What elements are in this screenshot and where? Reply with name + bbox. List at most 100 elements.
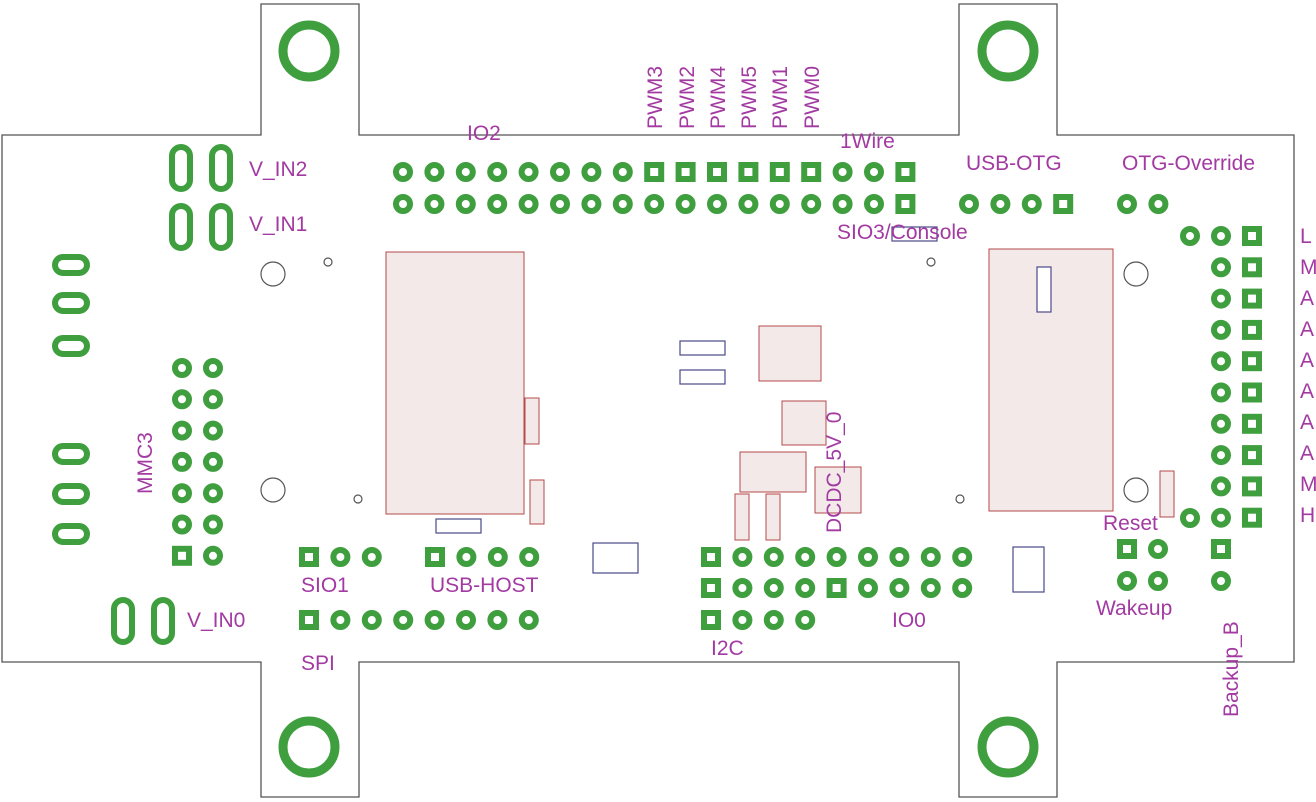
pin-round <box>203 514 223 535</box>
label-pwm4: PWM4 <box>707 66 730 129</box>
pin-round <box>393 162 413 182</box>
pin-round <box>858 578 878 598</box>
pin-round <box>1211 226 1231 246</box>
pin-round <box>1148 571 1168 591</box>
label-pwm3: PWM3 <box>644 66 667 129</box>
label-otg-override: OTG-Override <box>1122 152 1255 175</box>
label-spi: SPI <box>301 652 335 675</box>
pin-round <box>172 514 192 535</box>
pin-round <box>952 578 973 598</box>
pin-round <box>732 578 753 598</box>
pin-round <box>763 547 784 567</box>
label-right-6: A <box>1300 411 1314 434</box>
components <box>385 226 1175 593</box>
pin-round <box>795 578 816 598</box>
label-right-5: A <box>1300 380 1314 403</box>
pin-round <box>707 194 727 214</box>
label-right-4: A <box>1300 349 1314 372</box>
pin-round <box>487 194 508 214</box>
label-wakeup: Wakeup <box>1096 597 1172 620</box>
header-pins <box>172 162 1262 630</box>
pin-round <box>456 610 476 630</box>
mounting-hole-bottom-right <box>977 716 1039 778</box>
pin-round <box>1021 194 1042 214</box>
pin-round <box>1211 507 1231 528</box>
pin-round <box>581 162 602 182</box>
pin-round <box>952 547 973 567</box>
pin-round <box>1211 445 1231 466</box>
pin-round <box>393 194 413 214</box>
pin-round <box>172 420 192 441</box>
pin-round <box>920 547 941 567</box>
pin-round <box>990 194 1011 214</box>
label-io0: IO0 <box>892 609 926 632</box>
pin-round <box>795 610 816 630</box>
label-dcdc: DCDC_5V_0 <box>823 412 846 533</box>
pin-round <box>172 358 192 378</box>
pin-round <box>487 162 508 182</box>
pin-round <box>763 610 784 630</box>
label-pwm0: PWM0 <box>801 66 824 129</box>
pin-round <box>864 194 884 214</box>
pin-round <box>487 547 508 567</box>
pin-round <box>203 420 223 441</box>
pin-round <box>1211 288 1231 309</box>
silkscreen-labels: IO2 PWM3 PWM2 PWM4 PWM5 PWM1 PWM0 1Wire … <box>134 66 1316 717</box>
label-right-0: L <box>1300 225 1312 248</box>
label-backup-b: Backup_B <box>1220 621 1243 717</box>
board-outline <box>1 3 1295 798</box>
label-right-8: M <box>1300 473 1316 496</box>
label-pwm2: PWM2 <box>676 66 699 129</box>
pin-round <box>959 194 979 214</box>
pin-round <box>550 194 570 214</box>
label-sio3-console: SIO3/Console <box>837 221 968 244</box>
pin-round <box>889 547 910 567</box>
pin-round <box>1211 382 1231 403</box>
label-v-in1: V_IN1 <box>249 213 307 236</box>
pin-round <box>920 578 941 598</box>
pin-round <box>889 578 910 598</box>
pin-round <box>826 547 847 567</box>
drill-holes <box>260 257 1149 504</box>
label-pwm5: PWM5 <box>738 66 761 129</box>
label-i2c: I2C <box>711 637 744 660</box>
pin-round <box>644 194 665 214</box>
label-right-9: H <box>1300 504 1315 527</box>
pin-round <box>1148 539 1168 559</box>
label-1wire: 1Wire <box>840 130 895 153</box>
label-usb-otg: USB-OTG <box>966 152 1062 175</box>
label-sio1: SIO1 <box>301 574 349 597</box>
label-right-7: A <box>1300 442 1314 465</box>
pin-round <box>732 610 753 630</box>
label-right-2: A <box>1300 287 1314 310</box>
pin-round <box>330 547 351 567</box>
power-pads <box>111 144 233 645</box>
pin-round <box>832 194 853 214</box>
pin-round <box>581 194 602 214</box>
pin-round <box>675 194 696 214</box>
pin-round <box>1117 194 1137 214</box>
pin-round <box>203 451 223 472</box>
pin-round <box>763 578 784 598</box>
label-right-3: A <box>1300 318 1314 341</box>
pin-round <box>424 194 445 214</box>
label-v-in0: V_IN0 <box>187 609 245 632</box>
pin-round <box>1117 571 1137 591</box>
pin-round <box>203 483 223 504</box>
pin-round <box>801 194 822 214</box>
pin-round <box>518 162 539 182</box>
pin-round <box>1180 508 1200 528</box>
pin-round <box>1211 319 1231 340</box>
pin-round <box>769 194 790 214</box>
pin-round <box>203 389 223 410</box>
pin-round <box>518 610 539 630</box>
pin-round <box>518 194 539 214</box>
pin-round <box>612 162 633 182</box>
pin-round <box>864 162 884 182</box>
pin-round <box>172 389 192 410</box>
mounting-hole-top-right <box>977 20 1039 82</box>
pin-round <box>612 194 633 214</box>
pin-round <box>550 162 570 182</box>
pin-round <box>738 194 759 214</box>
